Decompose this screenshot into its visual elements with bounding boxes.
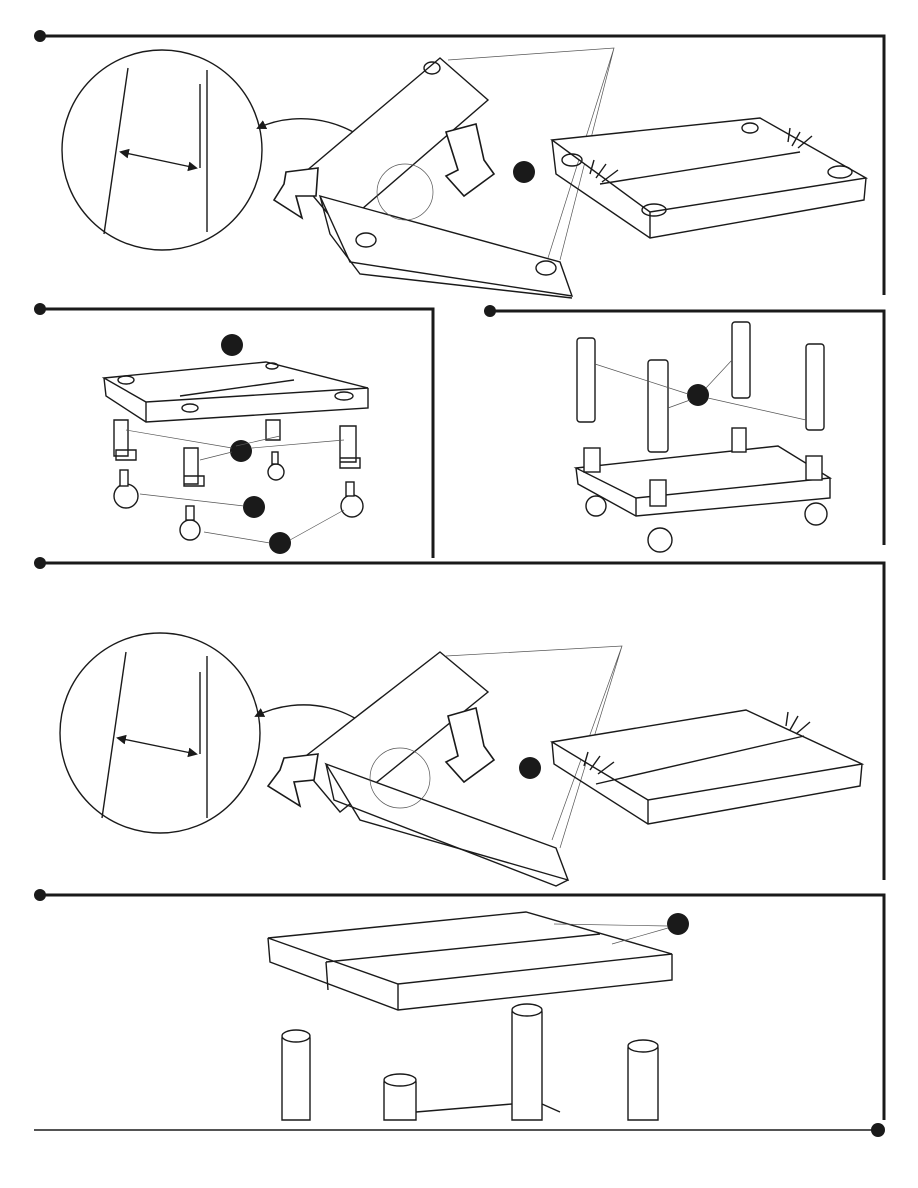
step-5-top-shelf <box>268 912 672 1010</box>
step-4-fold-arrow-right <box>446 708 494 782</box>
step-1-callout-marker <box>513 161 535 183</box>
step-5-callout-top <box>667 913 689 935</box>
step-2-shelf <box>104 362 368 422</box>
page-footer <box>34 1123 885 1137</box>
step-5-panel <box>34 889 884 1120</box>
step-4-detail-magnifier <box>60 633 260 833</box>
step-1-detail-magnifier <box>62 50 262 250</box>
step-2-callout-casters-b <box>269 532 291 554</box>
step-3-callout-legs <box>687 384 709 406</box>
step-3-base-with-casters <box>576 428 830 552</box>
step-2-callout-shelf <box>221 334 243 356</box>
step-2-caster-leaders <box>140 494 344 543</box>
step-4-assembled-top <box>552 710 862 824</box>
step-3-panel <box>484 305 884 552</box>
step-4-callout-marker <box>519 757 541 779</box>
step-2-casters <box>114 452 363 540</box>
step-4-panel <box>34 557 884 886</box>
step-1-assembled-shelf <box>552 118 866 238</box>
step-2-panel <box>34 303 433 558</box>
step-1-fold-arrow-right <box>446 124 494 196</box>
footer-bullet <box>871 1123 885 1137</box>
step-4-fold-arrow-left <box>268 754 318 806</box>
step-5-legs <box>282 1004 658 1120</box>
step-1-panel <box>34 30 884 298</box>
step-1-fold-arrow-left <box>274 168 318 218</box>
step-2-callout-casters-a <box>243 496 265 518</box>
